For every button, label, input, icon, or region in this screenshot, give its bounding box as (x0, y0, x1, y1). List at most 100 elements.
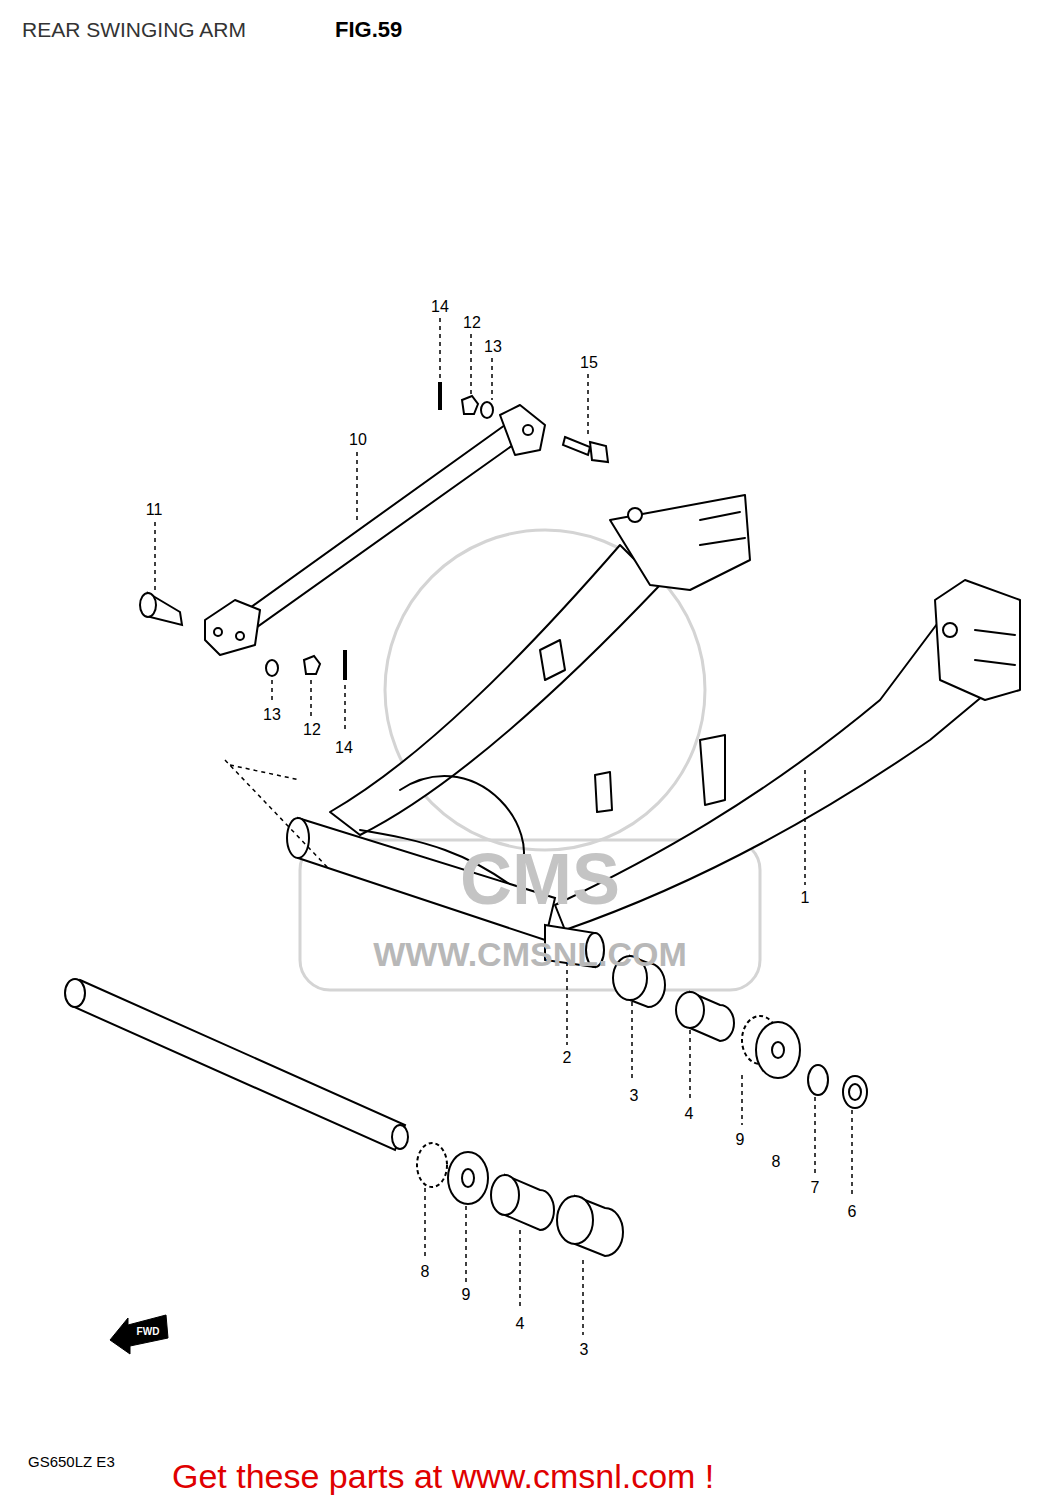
torque-rod-part (214, 628, 222, 636)
swing-arm-part (610, 495, 750, 590)
swing-arm-part (700, 512, 745, 545)
bushings-part (756, 1022, 800, 1078)
swing-arm-part (628, 508, 642, 522)
leader-lines-part (356, 452, 358, 520)
swing-arm-part (975, 630, 1015, 665)
bushings (417, 956, 867, 1256)
leader-lines-part (804, 770, 806, 885)
leader-lines-part (424, 1188, 426, 1258)
pivot-shaft-part (392, 1125, 408, 1149)
leader-lines-part (689, 1030, 691, 1100)
pivot-shaft-part (72, 980, 405, 1150)
bolts-nuts-part (304, 656, 320, 674)
figure-number: FIG.59 (335, 18, 402, 42)
bushings-part (808, 1065, 828, 1095)
swing-arm-part (943, 623, 957, 637)
torque-rod-part (500, 405, 545, 455)
torque-rod-part (205, 600, 260, 655)
leader-lines-part (741, 1075, 743, 1125)
leader-lines-part (587, 374, 589, 435)
bolts-nuts-part (563, 437, 590, 455)
callout-number: 12 (463, 314, 481, 332)
torque-rod-part (236, 632, 244, 640)
leader-lines-part (519, 1230, 521, 1310)
watermark: WWW.CMSNL.COM (373, 936, 687, 973)
leader-lines-part (344, 685, 346, 733)
callout-number: 8 (421, 1263, 430, 1281)
pivot-tube-part (287, 818, 309, 858)
watermark: CMS (460, 840, 620, 919)
bushings-part (843, 1076, 867, 1108)
bolts-nuts-part (140, 593, 156, 617)
leader-lines-part (439, 318, 441, 378)
leader-lines (155, 318, 852, 1335)
leader-lines-part (154, 522, 156, 590)
leader-lines-part (582, 1260, 584, 1335)
callout-number: 13 (263, 706, 281, 724)
callout-number: 11 (146, 501, 163, 519)
leader-lines-part (566, 962, 568, 1045)
bushings-part (849, 1084, 861, 1100)
swing-arm-part (330, 545, 660, 835)
forward-arrow (110, 1315, 168, 1354)
pivot-shaft-part (65, 979, 85, 1007)
callout-number: 9 (462, 1286, 471, 1304)
callout-number: 14 (335, 739, 353, 757)
leader-lines-part (465, 1206, 467, 1282)
pivot-shaft (65, 979, 408, 1150)
bushings-part (772, 1042, 784, 1058)
leader-lines-part (225, 760, 330, 870)
bolts-nuts-part (343, 650, 347, 680)
torque-rod-part (523, 425, 533, 435)
callout-number: 10 (349, 431, 367, 449)
bolts-nuts-part (438, 382, 442, 410)
torque-rod-part (240, 425, 520, 632)
leader-lines-part (310, 680, 312, 716)
callout-number: 6 (848, 1203, 857, 1221)
callout-number: 9 (736, 1131, 745, 1149)
leader-lines-part (631, 1002, 633, 1082)
bushings-part (448, 1152, 488, 1204)
swing-arm-part (540, 640, 565, 680)
leader-lines-part (851, 1110, 853, 1198)
swing-arm-part (555, 620, 990, 930)
forward-mark: FWD (137, 1326, 160, 1337)
callout-number: 7 (811, 1179, 820, 1197)
callout-number: 2 (563, 1049, 572, 1067)
leader-lines-part (814, 1097, 816, 1175)
bushings-part (676, 992, 704, 1028)
callout-number: 1 (801, 889, 810, 907)
callout-number: 4 (516, 1315, 525, 1333)
callout-number: 3 (630, 1087, 639, 1105)
callout-number: 3 (580, 1341, 589, 1359)
bushings-part (557, 1196, 593, 1244)
shop-caption: Get these parts at www.cmsnl.com ! (172, 1458, 714, 1495)
torque-rod (205, 405, 545, 655)
callout-number: 14 (431, 298, 449, 316)
callout-number: 13 (484, 338, 502, 356)
callout-number: 8 (772, 1153, 781, 1171)
callout-number: 4 (685, 1105, 694, 1123)
leader-lines-part (491, 358, 493, 400)
swing-arm-part (595, 772, 612, 812)
bolts-nuts-part (590, 442, 608, 462)
bushings-part (417, 1143, 447, 1187)
swing-arm-part (700, 735, 725, 805)
leader-lines-part (470, 334, 472, 394)
bushings-part (491, 1175, 519, 1215)
bolts-nuts-part (462, 396, 478, 414)
bolts-nuts (140, 382, 608, 680)
forward-arrow-part (110, 1315, 168, 1354)
bushings-part (462, 1169, 474, 1187)
leader-lines-part (271, 680, 273, 700)
bolts-nuts-part (266, 660, 278, 676)
page-title: REAR SWINGING ARM (22, 18, 246, 41)
bolts-nuts-part (481, 402, 493, 418)
swing-arm-part (935, 580, 1020, 700)
model-code: GS650LZ E3 (28, 1454, 115, 1471)
callout-number: 15 (580, 354, 598, 372)
leader-lines-part (230, 765, 300, 780)
callout-number: 12 (303, 721, 321, 739)
